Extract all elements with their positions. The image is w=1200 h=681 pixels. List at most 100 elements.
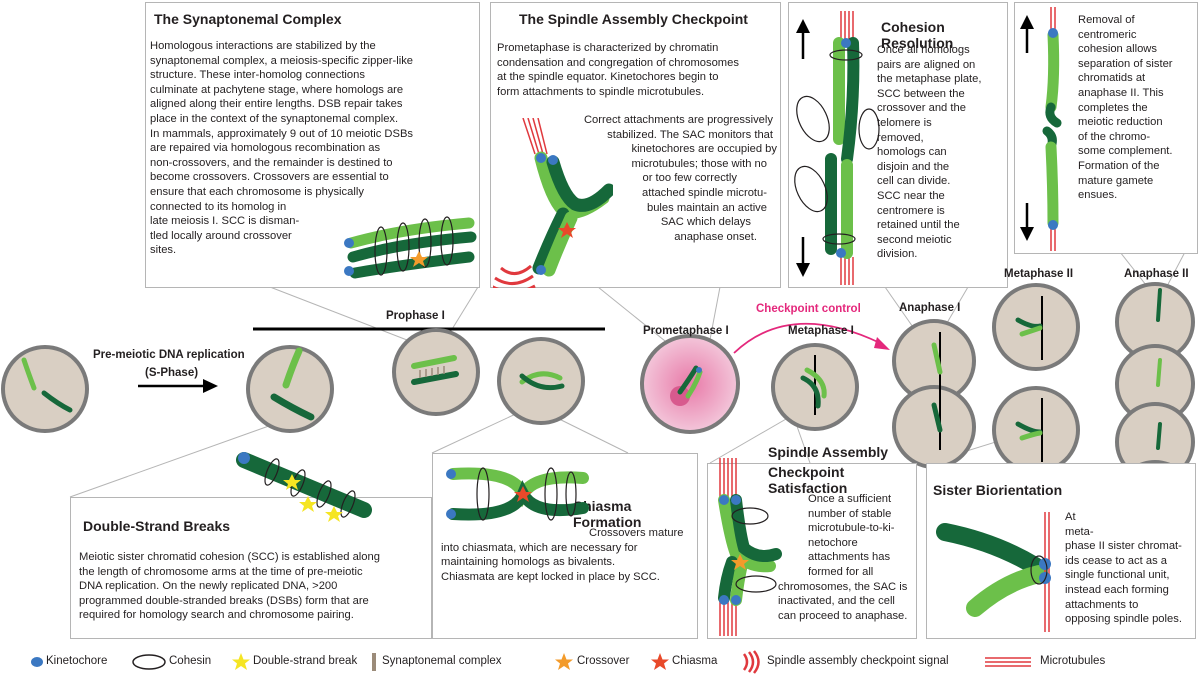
cohesion-illustration <box>794 11 880 285</box>
text-line: retained until the <box>877 219 960 232</box>
text-line: separation of sister <box>1078 57 1173 70</box>
box-title: The Synaptonemal Complex <box>154 11 342 27</box>
text-line: ensues. <box>1078 189 1118 202</box>
text-line: division. <box>877 248 918 261</box>
text-line: meta- <box>1065 525 1094 538</box>
cell-anaphase2-top <box>1115 282 1195 424</box>
text-line: at the spindle equator. Kinetochores beg… <box>497 71 719 84</box>
chiasma-illustration <box>446 467 589 521</box>
box-title: Cohesion Resolution <box>881 19 954 51</box>
box-text: Meiotic sister chromatid cohesion (SCC) … <box>79 550 431 623</box>
cell-pachytene <box>392 328 480 416</box>
text-line: ensure that each chromosome is physicall… <box>150 185 364 198</box>
text-line: anaphase onset. <box>674 230 757 243</box>
text-line: centromere is <box>877 204 945 217</box>
text-line: SAC which delays <box>660 216 751 229</box>
sac-satisfaction-illustration <box>718 458 782 636</box>
anaphase2-illustration <box>1020 7 1062 251</box>
text-line: attachments has <box>808 551 891 564</box>
box-text: Once all homologs pairs are aligned on t… <box>859 43 1007 262</box>
text-line: microtubules; those with no <box>631 157 767 170</box>
text-line: removed, <box>877 131 924 144</box>
text-line: or too few correctly <box>642 172 737 185</box>
text-line: In mammals, approximately 9 out of 10 me… <box>150 127 414 140</box>
legend-label: Double-strand break <box>253 655 358 667</box>
text-line: become crossovers. Crossovers are essent… <box>150 171 389 184</box>
text-line: inactivated, and the cell <box>778 595 895 608</box>
text-line: centromeric <box>1078 28 1137 41</box>
text-line: homologs can <box>877 146 947 159</box>
box-title: Sister Biorientation <box>933 482 1063 498</box>
label-metaphase2: Metaphase II <box>1004 268 1074 280</box>
cell-premeiotic <box>1 345 89 433</box>
microtubules-icon <box>985 657 1031 667</box>
text-line: culminate at pachytene stage, where homo… <box>150 83 404 96</box>
text-line: Crossovers mature <box>589 527 684 539</box>
text-line: form attachments to spindle microtubules… <box>497 85 705 98</box>
text-line: number of stable <box>808 507 892 520</box>
text-line: the metaphase plate, <box>877 73 982 86</box>
box-title: Double-Strand Breaks <box>83 518 231 534</box>
crossover-star-icon <box>555 653 573 670</box>
box-text-top: Prometaphase is characterized by chromat… <box>497 41 779 99</box>
label-anaphase2: Anaphase II <box>1124 268 1189 280</box>
text-line: Removal of <box>1078 14 1135 26</box>
text-line: completes the <box>1078 101 1148 114</box>
text-line: telomere is <box>877 116 932 129</box>
legend-label: Spindle assembly checkpoint signal <box>767 655 949 667</box>
checkpoint-arrow <box>733 322 890 354</box>
legend-label: Microtubules <box>1040 655 1106 667</box>
box-chiasma-formation: Chiasma Formation Crossovers mature into… <box>432 453 698 639</box>
text-line: chromatids at <box>1078 72 1146 85</box>
text-line: cell can divide. <box>877 175 951 188</box>
text-line: microtubule-to-ki- <box>808 522 895 535</box>
text-line: stabilized. The SAC monitors that <box>607 128 773 141</box>
box-text: At meta- phase II sister chromat- ids ce… <box>1065 510 1195 627</box>
box-sac-satisfaction: Spindle Assembly Checkpoint Satisfaction… <box>707 444 917 639</box>
box-synaptonemal-complex: The Synaptonemal Complex Homologous inte… <box>145 2 480 288</box>
text-line: aligned along their entire lengths. DSB … <box>150 98 403 111</box>
chiasma-star-icon <box>651 653 669 670</box>
text-line: the length of chromosome arms at the tim… <box>79 565 363 578</box>
dsb-illustration <box>236 452 372 522</box>
cell-chiasma <box>497 337 585 425</box>
text-line: phase II sister chromat- <box>1065 540 1182 553</box>
text-line: SCC between the <box>877 87 965 100</box>
text-line: can proceed to anaphase. <box>778 609 908 622</box>
box-spindle-checkpoint: The Spindle Assembly Checkpoint Prometap… <box>490 2 781 288</box>
text-line: late meiosis I. SCC is disman- <box>150 215 300 228</box>
synaptonemal-illustration <box>344 216 477 279</box>
prometaphase-illustration <box>493 118 613 288</box>
text-line: disjoin and the <box>877 160 950 173</box>
box-text: Crossovers mature into chiasmata, which … <box>441 526 697 584</box>
text-line: second meiotic <box>877 233 952 246</box>
legend-label: Synaptonemal complex <box>382 655 502 667</box>
legend-label: Kinetochore <box>46 655 108 667</box>
text-line: Homologous interactions are stabilized b… <box>150 40 376 52</box>
text-line: anaphase II. This <box>1078 86 1164 99</box>
dsb-star-icon <box>232 653 250 670</box>
text-line: Correct attachments are progressively <box>583 114 773 126</box>
text-line: ids cease to act as a <box>1065 554 1167 567</box>
text-line: of the chromo- <box>1078 130 1151 143</box>
text-line: netochore <box>808 536 858 549</box>
text-line: synaptonemal complex, a meiosis-specific… <box>150 54 414 67</box>
text-line: meiotic reduction <box>1078 116 1163 129</box>
box-sister-biorientation: Sister Biorientation At meta- phase II s… <box>926 463 1196 639</box>
text-line: place in the context of the synaptonemal… <box>150 112 399 125</box>
cohesin-icon <box>132 654 166 670</box>
box-text: Removal of centromeric cohesion allows s… <box>1078 13 1198 203</box>
cell-replicated <box>246 345 334 433</box>
text-line: into chiasmata, which are necessary for <box>441 541 638 554</box>
text-line: connected to its homolog in <box>150 200 287 213</box>
text-line: Once a sufficient <box>808 493 892 505</box>
text-line: DNA replication. On the newly replicated… <box>79 580 338 593</box>
text-line: bules maintain an active <box>646 201 767 214</box>
text-line: condensation and congregation of chromos… <box>497 56 739 69</box>
cell-metaphase2-bottom <box>992 386 1080 474</box>
box-title-line-2: Checkpoint Satisfaction <box>768 464 848 496</box>
cell-metaphase1 <box>771 343 859 431</box>
text-line: Formation of the <box>1078 159 1160 172</box>
label-anaphase1: Anaphase I <box>899 302 961 314</box>
